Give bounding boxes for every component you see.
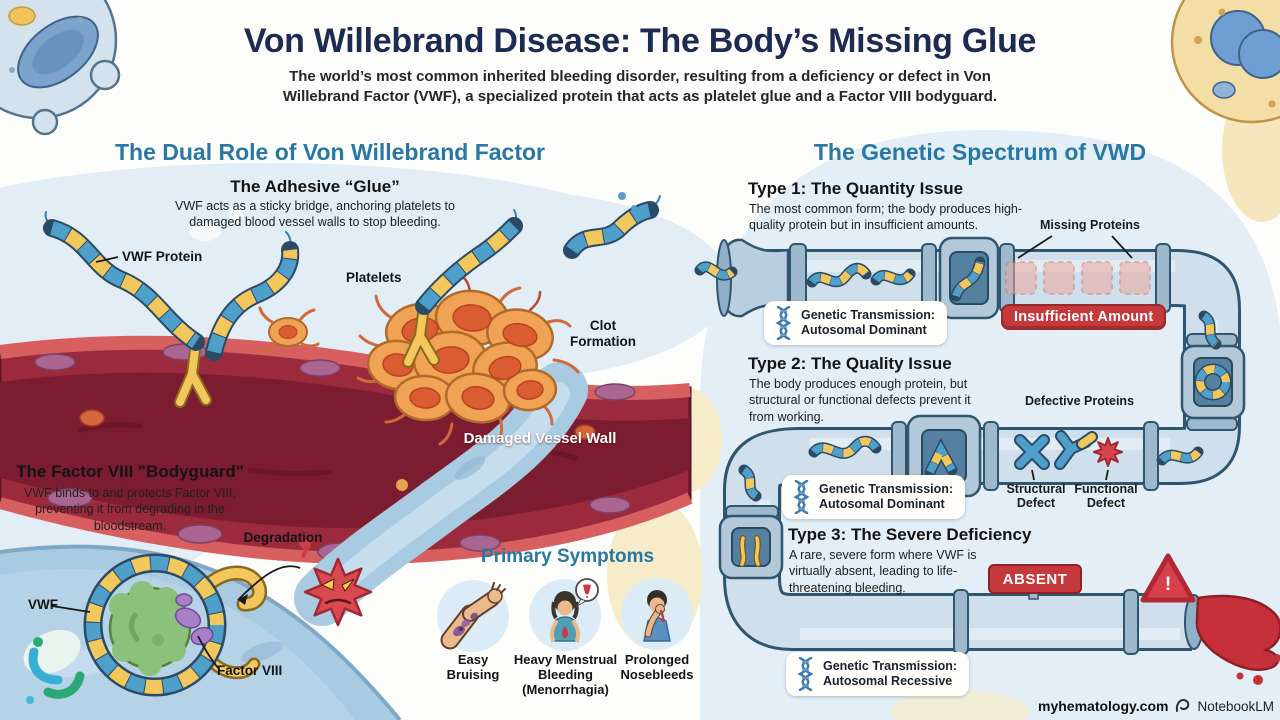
bodyguard-heading: The Factor VIII "Bodyguard" bbox=[16, 462, 244, 481]
dna-icon bbox=[775, 306, 792, 340]
type3-heading: Type 3: The Severe Deficiency bbox=[788, 525, 1032, 544]
notebooklm-icon bbox=[1176, 699, 1190, 712]
defective-proteins-label: Defective Proteins bbox=[1024, 394, 1135, 408]
myhematology-logo bbox=[23, 629, 85, 704]
page-title: Von Willebrand Disease: The Body’s Missi… bbox=[243, 22, 1037, 60]
bodyguard-body: VWF binds to and protects Factor VIII, p… bbox=[24, 486, 236, 533]
factor-viii-protein bbox=[108, 581, 192, 676]
adhesive-glue-heading: The Adhesive “Glue” bbox=[230, 177, 400, 196]
factor-viii-label: Factor VIII bbox=[217, 663, 283, 678]
platelets-label: Platelets bbox=[346, 270, 402, 285]
defective-protein-shapes bbox=[1014, 430, 1123, 481]
vwf-label: VWF bbox=[28, 597, 58, 612]
factor-viii-ring-illustration bbox=[51, 553, 268, 697]
vwf-chain-illustrations bbox=[43, 192, 661, 408]
transmission-line1: Genetic Transmission: bbox=[819, 482, 954, 496]
cell-decoration-top-left bbox=[0, 0, 121, 136]
dna-icon bbox=[797, 657, 814, 691]
right-section-title: The Genetic Spectrum of VWD bbox=[813, 139, 1147, 165]
footer-site-link[interactable]: myhematology.com bbox=[1038, 698, 1169, 714]
type2-heading: Type 2: The Quality Issue bbox=[748, 354, 952, 373]
clot-illustration bbox=[258, 276, 580, 446]
warning-triangle-icon bbox=[1140, 553, 1196, 603]
page-subtitle: The world’s most common inherited bleedi… bbox=[282, 68, 998, 106]
transmission-line2: Autosomal Dominant bbox=[819, 497, 945, 511]
footer: myhematology.com NotebookLM bbox=[1038, 698, 1274, 714]
symptom-icons bbox=[437, 578, 693, 652]
symptom-menstrual-label: Heavy Menstrual Bleeding (Menorrhagia) bbox=[513, 652, 618, 697]
adhesive-glue-body: VWF acts as a sticky bridge, anchoring p… bbox=[175, 199, 455, 230]
missing-protein-boxes bbox=[1005, 235, 1151, 295]
menstrual-bleeding-icon bbox=[550, 578, 599, 642]
symptoms-title: Primary Symptoms bbox=[480, 546, 655, 567]
degradation-enzyme-illustration bbox=[237, 540, 373, 627]
footer-brand-label: NotebookLM bbox=[1197, 698, 1274, 714]
transmission-line1: Genetic Transmission: bbox=[801, 308, 936, 322]
transmission-line2: Autosomal Recessive bbox=[823, 674, 953, 688]
left-section-title: The Dual Role of Von Willebrand Factor bbox=[114, 139, 545, 165]
bleeding-spill-illustration bbox=[1195, 594, 1280, 685]
vwf-protein-label: VWF Protein bbox=[122, 249, 203, 264]
type3-transmission-pill: Genetic Transmission: Autosomal Recessiv… bbox=[786, 652, 970, 696]
absent-sign: ABSENT bbox=[988, 564, 1082, 594]
type1-body: The most common form; the body produces … bbox=[749, 202, 1023, 233]
warning-exclamation: ! bbox=[1164, 574, 1172, 595]
functional-defect-label: Functional Defect bbox=[1074, 482, 1138, 511]
clot-formation-label: Clot Formation bbox=[570, 318, 636, 349]
type2-transmission-pill: Genetic Transmission: Autosomal Dominant bbox=[782, 475, 966, 519]
nosebleed-icon bbox=[643, 590, 671, 642]
type3-body: A rare, severe form where VWF is virtual… bbox=[789, 548, 977, 595]
transmission-line1: Genetic Transmission: bbox=[823, 659, 958, 673]
symptom-easy-bruising-label: Easy Bruising bbox=[446, 652, 500, 682]
damaged-vessel-wall-label: Damaged Vessel Wall bbox=[463, 430, 617, 447]
pipe-illustration bbox=[694, 235, 1280, 685]
missing-proteins-label: Missing Proteins bbox=[1039, 218, 1141, 232]
cell-decoration-top-right bbox=[1170, 0, 1280, 124]
degradation-label: Degradation bbox=[243, 530, 323, 545]
type1-transmission-pill: Genetic Transmission: Autosomal Dominant bbox=[764, 301, 948, 345]
structural-defect-label: Structural Defect bbox=[1006, 482, 1066, 511]
symptom-nosebleeds-label: Prolonged Nosebleeds bbox=[620, 652, 694, 682]
type2-body: The body produces enough protein, but st… bbox=[749, 377, 971, 424]
type1-heading: Type 1: The Quantity Issue bbox=[748, 179, 964, 198]
dna-icon bbox=[793, 480, 810, 514]
transmission-line2: Autosomal Dominant bbox=[801, 323, 927, 337]
bruised-arm-icon bbox=[440, 582, 506, 650]
insufficient-amount-badge: Insufficient Amount bbox=[1001, 304, 1167, 330]
